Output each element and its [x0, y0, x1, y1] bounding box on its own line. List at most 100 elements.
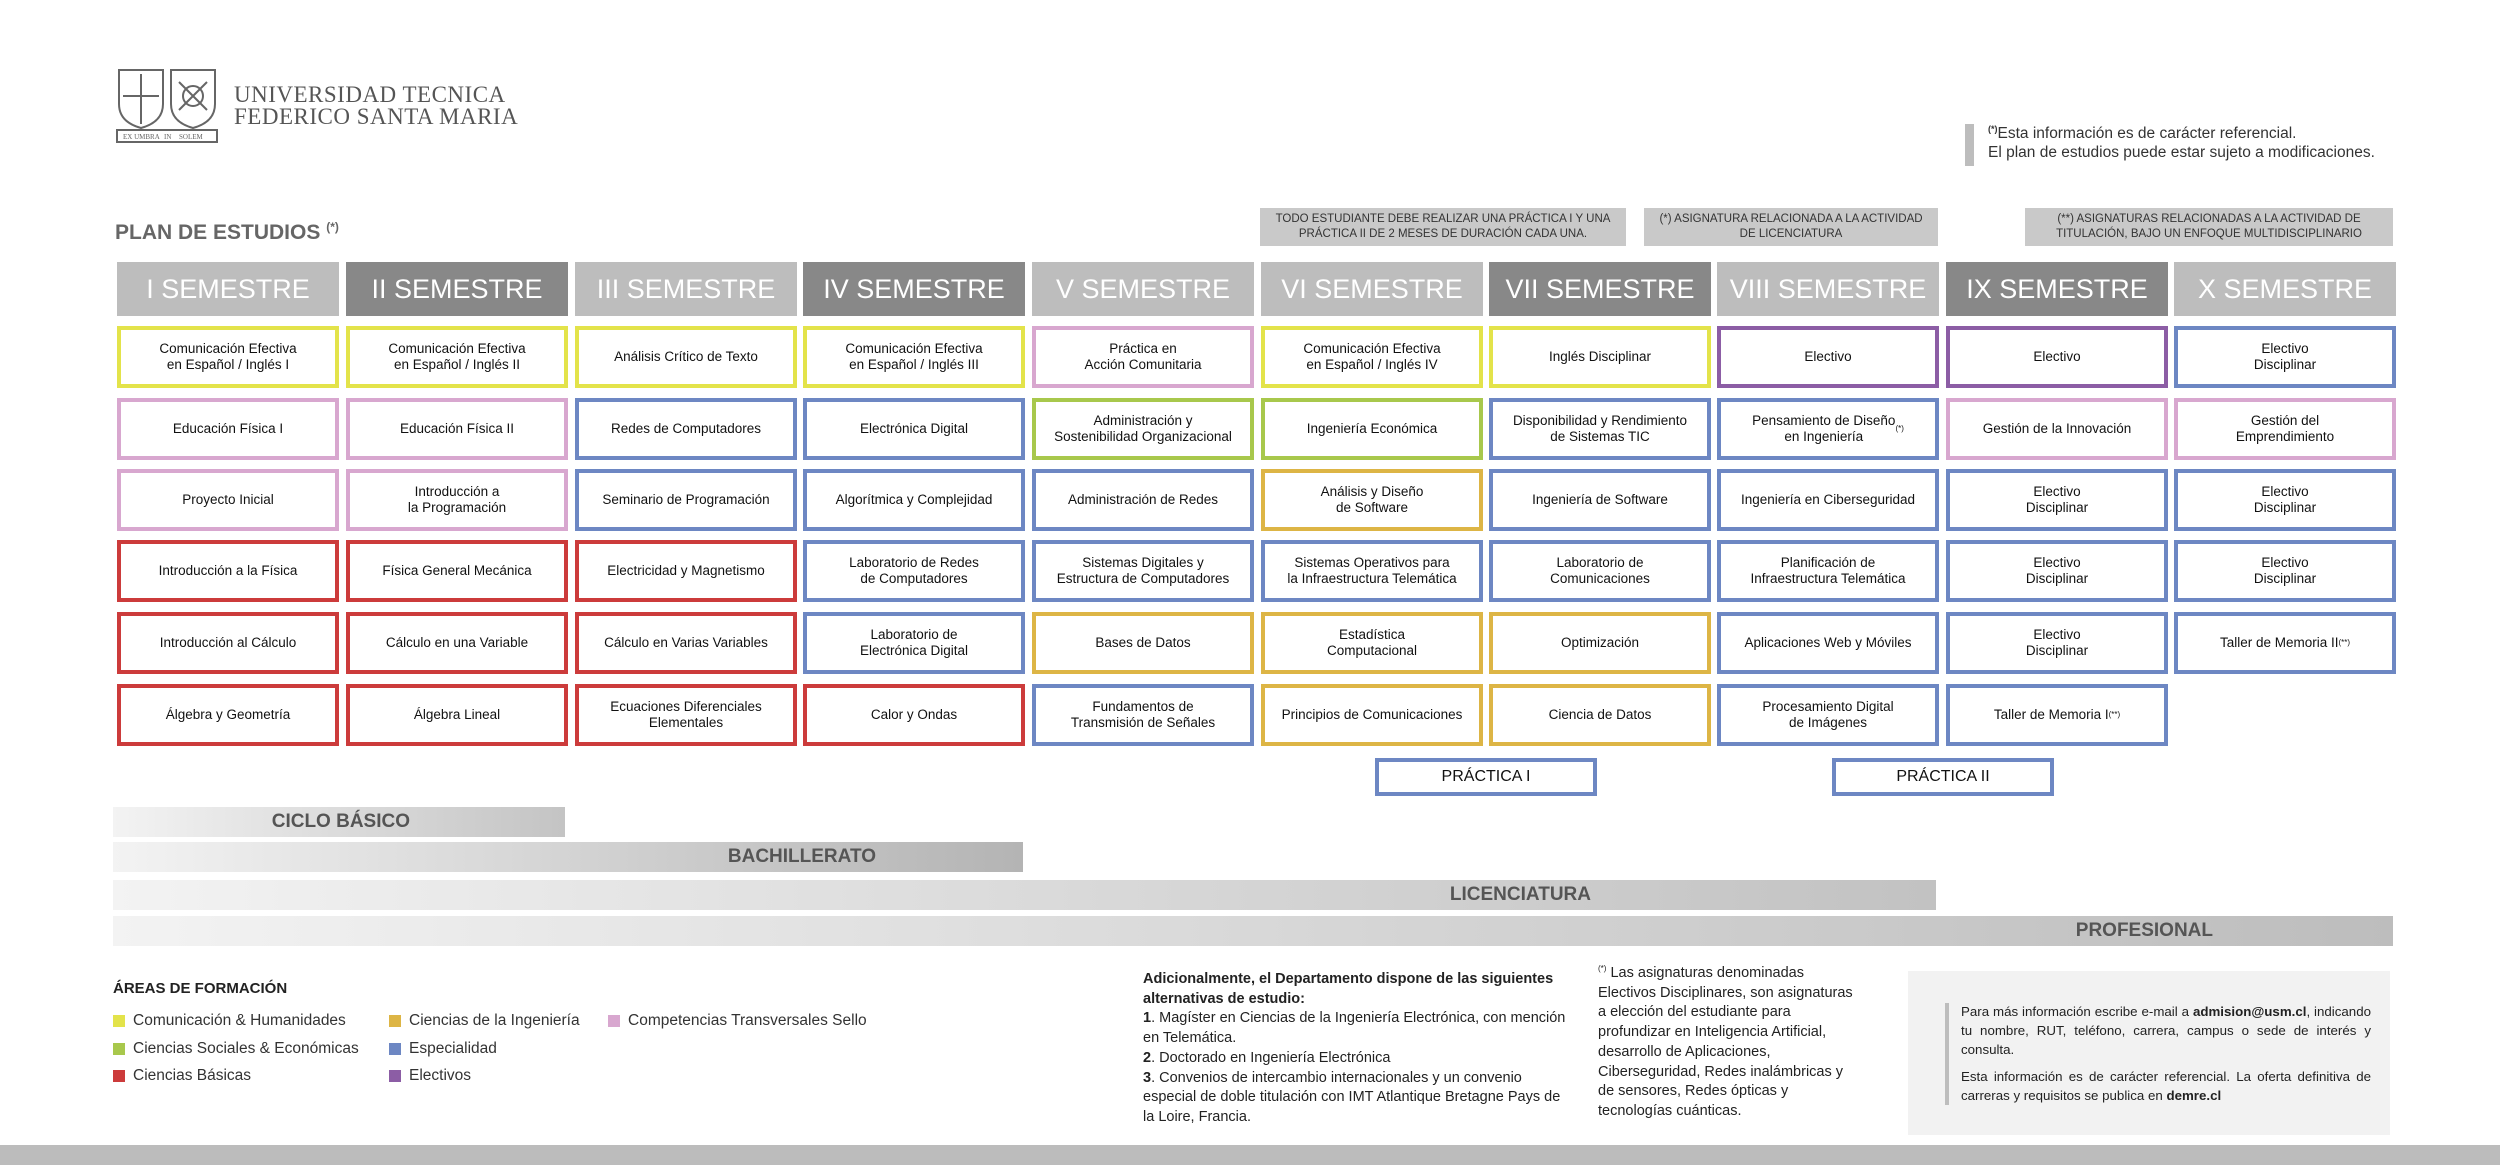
- course-cell: Electivo: [1946, 326, 2168, 388]
- course-name: Electivo: [2033, 348, 2081, 364]
- course-cell: Procesamiento Digital de Imágenes: [1717, 684, 1939, 746]
- course-name: Seminario de Programación: [602, 491, 770, 507]
- course-cell: Introducción a la Programación: [346, 469, 568, 531]
- alternative-text: . Magíster en Ciencias de la Ingeniería …: [1143, 1010, 1566, 1047]
- course-cell: Administración de Redes: [1032, 469, 1254, 531]
- cycle-bar-profesional: PROFESIONAL: [113, 916, 2393, 946]
- course-name: Laboratorio de Comunicaciones: [1550, 554, 1650, 586]
- course-name: Disponibilidad y Rendimiento de Sistemas…: [1512, 412, 1688, 444]
- semester-header: I SEMESTRE: [117, 262, 339, 316]
- course-cell: Estadística Computacional: [1261, 612, 1483, 674]
- course-cell: Electivo Disciplinar: [1946, 612, 2168, 674]
- electives-note-marker: (*): [1598, 964, 1607, 974]
- titulacion-note: (**) ASIGNATURAS RELACIONADAS A LA ACTIV…: [2025, 208, 2393, 246]
- motto-right: SOLEM: [179, 133, 204, 141]
- referential-text: Esta información es de carácter referenc…: [1961, 1069, 2371, 1103]
- course-marker: (**): [2108, 710, 2121, 720]
- legend-swatch: [608, 1015, 620, 1027]
- course-name: Análisis y Diseño de Software: [1320, 483, 1424, 515]
- legend-swatch: [113, 1015, 125, 1027]
- course-name: Redes de Computadores: [610, 420, 762, 436]
- contact-box: [1908, 971, 2390, 1135]
- course-cell: Comunicación Efectiva en Español / Inglé…: [117, 326, 339, 388]
- course-cell: Inglés Disciplinar: [1489, 326, 1711, 388]
- course-cell: Análisis y Diseño de Software: [1261, 469, 1483, 531]
- contact-paragraph: Para más información escribe e-mail a ad…: [1961, 1003, 2371, 1060]
- course-name: Taller de Memoria I: [1993, 706, 2109, 722]
- course-cell: Optimización: [1489, 612, 1711, 674]
- contact-text: , indicando tu nombre, RUT, teléfono, ca…: [1961, 1004, 2371, 1057]
- course-name: Bases de Datos: [1095, 634, 1191, 650]
- course-name: Electivo Disciplinar: [2025, 626, 2089, 658]
- disclaimer-bar: [1965, 124, 1974, 166]
- course-name: Ingeniería de Software: [1532, 491, 1668, 507]
- semester-header: VIII SEMESTRE: [1717, 262, 1939, 316]
- demre-link[interactable]: demre.cl: [2166, 1087, 2222, 1103]
- course-name: Comunicación Efectiva en Español / Inglé…: [1303, 340, 1441, 372]
- course-cell: Cálculo en Varias Variables: [575, 612, 797, 674]
- motto-mid: IN: [164, 133, 171, 141]
- legend-item: Competencias Transversales Sello: [608, 1012, 867, 1030]
- page-title-text: PLAN DE ESTUDIOS: [115, 221, 321, 244]
- course-cell: Aplicaciones Web y Móviles: [1717, 612, 1939, 674]
- university-logo: EX UMBRA IN SOLEM: [115, 66, 219, 144]
- course-cell: Introducción al Cálculo: [117, 612, 339, 674]
- course-cell: Electrónica Digital: [803, 398, 1025, 460]
- legend-item: Comunicación & Humanidades: [113, 1012, 346, 1030]
- course-cell: Álgebra Lineal: [346, 684, 568, 746]
- course-name: Calor y Ondas: [870, 706, 958, 722]
- course-cell: Planificación de Infraestructura Telemát…: [1717, 540, 1939, 602]
- course-name: Física General Mecánica: [382, 562, 532, 578]
- semester-header: VI SEMESTRE: [1261, 262, 1483, 316]
- course-name: Comunicación Efectiva en Español / Inglé…: [159, 340, 297, 372]
- course-cell: Taller de Memoria II(**): [2174, 612, 2396, 674]
- course-name: Comunicación Efectiva en Español / Inglé…: [388, 340, 526, 372]
- contact-email-link[interactable]: admision@usm.cl: [2192, 1004, 2307, 1019]
- course-name: Gestión del Emprendimiento: [2235, 412, 2335, 444]
- course-cell: Comunicación Efectiva en Español / Inglé…: [346, 326, 568, 388]
- legend-swatch: [389, 1070, 401, 1082]
- course-cell: Ingeniería de Software: [1489, 469, 1711, 531]
- course-cell: Bases de Datos: [1032, 612, 1254, 674]
- legend-swatch: [113, 1043, 125, 1055]
- course-cell: Electivo Disciplinar: [2174, 469, 2396, 531]
- course-name: Principios de Comunicaciones: [1281, 706, 1463, 722]
- course-name: Planificación de Infraestructura Telemát…: [1750, 554, 1906, 586]
- practice-note: TODO ESTUDIANTE DEBE REALIZAR UNA PRÁCTI…: [1260, 208, 1626, 246]
- legend-item: Electivos: [389, 1067, 471, 1085]
- cycle-bar-bachillerato: BACHILLERATO: [113, 842, 1023, 872]
- page-title-marker: (*): [326, 220, 339, 234]
- course-cell: Comunicación Efectiva en Español / Inglé…: [803, 326, 1025, 388]
- disclaimer-text1: Esta información es de carácter referenc…: [1997, 125, 2297, 143]
- semester-header: III SEMESTRE: [575, 262, 797, 316]
- course-cell: Electivo: [1717, 326, 1939, 388]
- course-cell: Principios de Comunicaciones: [1261, 684, 1483, 746]
- course-cell: Laboratorio de Redes de Computadores: [803, 540, 1025, 602]
- course-cell: Álgebra y Geometría: [117, 684, 339, 746]
- legend-label: Electivos: [409, 1067, 472, 1084]
- course-name: Inglés Disciplinar: [1548, 348, 1652, 364]
- semester-header: IX SEMESTRE: [1946, 262, 2168, 316]
- legend-label: Ciencias Básicas: [133, 1067, 252, 1084]
- legend-label: Competencias Transversales Sello: [628, 1012, 867, 1029]
- course-cell: Ingeniería en Ciberseguridad: [1717, 469, 1939, 531]
- semester-header: II SEMESTRE: [346, 262, 568, 316]
- cycle-bar-basico: CICLO BÁSICO: [113, 807, 565, 837]
- legend-swatch: [113, 1070, 125, 1082]
- alternative-num: 2: [1143, 1049, 1152, 1066]
- course-name: Administración y Sostenibilidad Organiza…: [1054, 412, 1232, 444]
- alternatives-heading: Adicionalmente, el Departamento dispone …: [1143, 971, 1554, 1007]
- course-cell: Educación Física II: [346, 398, 568, 460]
- footer-strip: [0, 1145, 2500, 1165]
- course-cell: Educación Física I: [117, 398, 339, 460]
- course-name: Laboratorio de Electrónica Digital: [859, 626, 969, 658]
- course-name: Cálculo en Varias Variables: [604, 634, 768, 650]
- course-name: Electivo Disciplinar: [2253, 340, 2317, 372]
- course-cell: Electivo Disciplinar: [1946, 540, 2168, 602]
- alternative-num: 3: [1143, 1069, 1152, 1086]
- course-name: Pensamiento de Diseño en Ingeniería: [1752, 412, 1896, 444]
- course-name: Comunicación Efectiva en Español / Inglé…: [845, 340, 983, 372]
- course-name: Aplicaciones Web y Móviles: [1744, 634, 1912, 650]
- course-cell: Cálculo en una Variable: [346, 612, 568, 674]
- alternative-num: 1: [1143, 1010, 1152, 1027]
